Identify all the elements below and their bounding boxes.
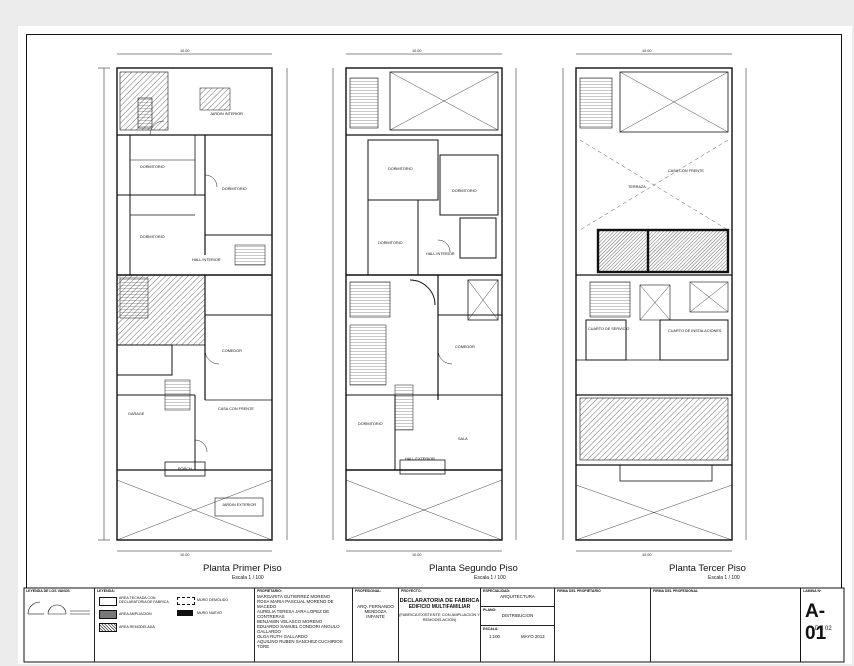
tb-profesional: PROFESIONAL: ARQ. FERNANDO MENDOZA INFAN…: [352, 588, 398, 662]
room-label: COMEDOR: [455, 345, 475, 349]
room-label: TERRAZA: [628, 185, 646, 189]
owner-name: MARGARITA GUTIERREZ MORENO: [257, 594, 331, 599]
plan-scale-third: Escala 1 / 100: [708, 575, 740, 581]
proyecto-subtitle: (FABRICA EXISTENTE CON AMPLIACION Y REMO…: [399, 612, 480, 622]
room-label: DORMITORIO: [358, 422, 383, 426]
plan-second-floor: DORMITORIO DORMITORIO DORMITORIO HALL IN…: [332, 49, 517, 557]
legend-swatch-techada: [99, 597, 117, 606]
room-label: SALA: [458, 437, 468, 441]
legend-text: MURO DEMOLIDO: [197, 598, 229, 602]
plan-third-floor: CASA CON FRENTE TERRAZA CUARTO DE SERVIC…: [562, 49, 747, 557]
tb-legend-label: LEYENDA:: [97, 589, 115, 593]
plan-first-floor: JARDIN INTERIOR DORMITORIO DORMITORIO DO…: [98, 49, 288, 557]
plan-title-second: Planta Segundo Piso: [429, 563, 518, 574]
plan-scale-first: Escala 1 / 100: [232, 575, 264, 581]
room-label: JARDIN EXTERIOR: [222, 503, 256, 507]
tb-escala-label: ESCALA:: [483, 627, 499, 631]
room-label: CUARTO DE SERVICIO: [588, 327, 629, 331]
room-label: COMEDOR: [222, 349, 242, 353]
profesional-name: ARQ. FERNANDO: [357, 604, 394, 609]
plano-value: DISTRIBUCION: [501, 613, 534, 618]
room-label: DORMITORIO: [140, 165, 165, 169]
tb-especialidad-label: ESPECIALIDAD:: [483, 589, 511, 593]
tb-legend: LEYENDA: AREA TECHADA CON DECLARATORIA D…: [94, 588, 254, 662]
owner-name: BENJAMIN VELASCO MORENO: [257, 619, 323, 624]
room-label: DORMITORIO: [452, 189, 477, 193]
proyecto-title: DECLARATORIA DE FABRICA: [399, 598, 480, 604]
tb-proyecto-label: PROYECTO:: [401, 589, 422, 593]
room-label: CASA CON FRENTE: [668, 169, 704, 173]
especialidad-value: ARQUITECTURA: [500, 594, 535, 599]
tb-plano-label: PLANO:: [483, 608, 497, 612]
owner-name: AQUILINO RUBEN SANCHEZ CUCHIRIOS TORE: [257, 639, 343, 649]
plan-title-third: Planta Tercer Piso: [669, 563, 746, 574]
sheet-number: A-01: [805, 601, 827, 644]
title-block: LEYENDA DE LOS VANOS LEYENDA: AREA TECHA…: [24, 588, 844, 662]
plan-title-first: Planta Primer Piso: [203, 563, 282, 574]
plan-scale-second: Escala 1 / 100: [474, 575, 506, 581]
room-label: PORCH: [178, 467, 192, 471]
tb-vanos-label: LEYENDA DE LOS VANOS: [26, 589, 70, 593]
tb-firma-propietario: FIRMA DEL PROPIETARIO: [554, 588, 650, 662]
firma-profesional-label: FIRMA DEL PROFESIONAL: [653, 589, 699, 593]
legend-text: MURO NUEVO: [197, 611, 222, 615]
escala-value: 1:100: [489, 634, 500, 639]
owner-name: EDUARDO SAMUEL CONDORI ANGULO GALLARDO: [257, 624, 340, 634]
legend-swatch-nuevo: [177, 610, 193, 616]
legend-text: AREA TECHADA CON DECLARATORIA DE FABRICA: [119, 596, 169, 604]
room-label: DORMITORIO: [388, 167, 413, 171]
dim-width: 10.00: [412, 49, 422, 53]
dim-width: 10.00: [412, 553, 422, 557]
door-window-symbols: [27, 601, 90, 615]
room-label: DORMITORIO: [378, 241, 403, 245]
tb-owners: PROPIETARIO: MARGARITA GUTIERREZ MORENO …: [254, 588, 352, 662]
tb-owners-label: PROPIETARIO:: [257, 589, 283, 593]
tb-sheet-number: LAMINA Nº A-01 DE 02: [800, 588, 844, 662]
dim-width: 10.00: [642, 49, 652, 53]
room-label: DORMITORIO: [140, 235, 165, 239]
legend-swatch-remodelada: [99, 623, 117, 632]
dim-width: 10.00: [642, 553, 652, 557]
dim-width: 10.00: [180, 49, 190, 53]
tb-proyecto: PROYECTO: DECLARATORIA DE FABRICA EDIFIC…: [398, 588, 480, 662]
legend-swatch-demolido: [177, 597, 195, 605]
fecha-value: MAYO 2013: [521, 634, 545, 639]
tb-firma-profesional: FIRMA DEL PROFESIONAL: [650, 588, 746, 662]
proyecto-title: EDIFICIO MULTIFAMILIAR: [408, 604, 471, 610]
legend-text: AREA REMODELADA: [119, 625, 155, 629]
firma-propietario-label: FIRMA DEL PROPIETARIO: [557, 589, 601, 593]
room-label: HALL INTERIOR: [192, 258, 221, 262]
sheet-of: DE 02: [815, 626, 832, 632]
room-label: CUARTO DE INSTALACIONES: [668, 329, 722, 333]
lamina-label: LAMINA Nº: [803, 589, 822, 593]
legend-text: AREA AMPLIACION: [119, 612, 152, 616]
owner-name: ROSA MARIA PASCUAL MORENO DE MACEDO: [257, 599, 334, 609]
owner-name: OLGA RUTH GALLARDO: [257, 634, 308, 639]
tb-vanos: LEYENDA DE LOS VANOS: [24, 588, 94, 662]
owner-name: AURELIA TERESA JARA LOPEZ DE CONTRERAS: [257, 609, 330, 619]
profesional-name: MENDOZA INFANTE: [364, 609, 387, 619]
room-label: DORMITORIO: [222, 187, 247, 191]
dim-width: 10.00: [180, 553, 190, 557]
room-label: HALL EXTERIOR: [405, 457, 435, 461]
room-label: HALL INTERIOR: [426, 252, 455, 256]
tb-profesional-label: PROFESIONAL:: [355, 589, 382, 593]
legend-swatch-ampliacion: [99, 610, 117, 619]
tb-especialidad: ESPECIALIDAD: ARQUITECTURA PLANO: DISTRI…: [480, 588, 554, 662]
room-label: GARAGE: [128, 412, 145, 416]
room-label: JARDIN INTERIOR: [210, 112, 243, 116]
room-label: CASA CON FRENTE: [218, 407, 254, 411]
